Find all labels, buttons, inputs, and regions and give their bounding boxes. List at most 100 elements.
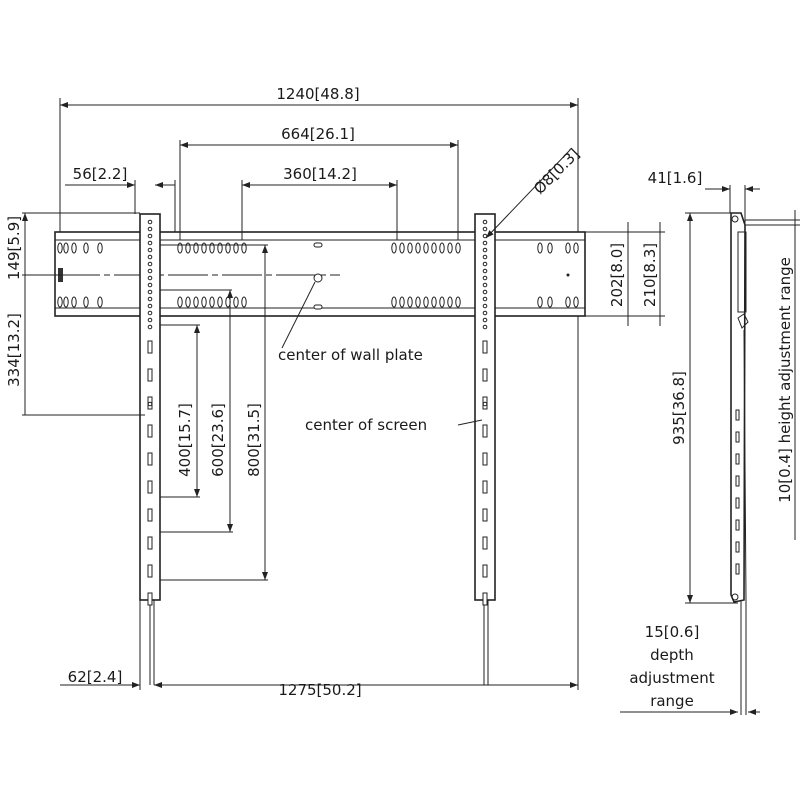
arm-hole (482, 226, 488, 232)
slot-hole (423, 242, 429, 254)
dim-vesa-800: 800[31.5] (245, 403, 263, 477)
side-slot (735, 519, 740, 531)
arm-hole (482, 289, 488, 295)
slot-hole (399, 296, 405, 308)
dim-depth-adjust-value: 15[0.6] (645, 623, 700, 641)
slot-hole (537, 242, 543, 254)
arm-hole (147, 289, 153, 295)
arm-hole (147, 401, 153, 407)
arm-hole (482, 254, 488, 260)
dimension-lines (22, 98, 665, 690)
slot-hole (217, 296, 223, 308)
slot-hole (447, 242, 453, 254)
arm-hole (482, 282, 488, 288)
arm-hole (147, 240, 153, 246)
slot-hole (71, 296, 77, 308)
slot-hole (391, 242, 397, 254)
slot-hole (447, 296, 453, 308)
arm-slot (482, 564, 488, 578)
slot-hole (193, 296, 199, 308)
arm-slot (482, 592, 488, 606)
side-slot (735, 453, 740, 465)
slot-hole (565, 296, 571, 308)
dim-depth: 41[1.6] (648, 169, 703, 187)
dim-plate-height-210: 210[8.3] (641, 243, 659, 307)
slot-hole (83, 296, 89, 308)
arm-slot (482, 424, 488, 438)
arm-hole (482, 261, 488, 267)
slot-hole (439, 296, 445, 308)
slot-hole (415, 242, 421, 254)
side-view (620, 185, 800, 715)
wall-plate (54, 231, 586, 317)
arm-hole (147, 247, 153, 253)
arm-hole (482, 240, 488, 246)
arm-slot (147, 536, 153, 550)
arm-slot (147, 592, 153, 606)
dim-height-adjust: 10[0.4] height adjustment range (776, 257, 794, 503)
arm-hole (147, 275, 153, 281)
arm-hole (147, 282, 153, 288)
arm-slot (147, 480, 153, 494)
arm-slot (482, 340, 488, 354)
arm-hole (482, 317, 488, 323)
slot-hole (423, 296, 429, 308)
arm-slot (482, 536, 488, 550)
arm-slot (147, 424, 153, 438)
arm-hole (147, 254, 153, 260)
arm-slot (147, 508, 153, 522)
slot-hole (57, 296, 63, 308)
arm-hole (147, 303, 153, 309)
slot-hole (57, 242, 63, 254)
arm-hole (147, 296, 153, 302)
slot-hole (415, 296, 421, 308)
dim-center-offset: 334[13.2] (5, 313, 23, 387)
slot-hole (83, 242, 89, 254)
slot-hole (547, 296, 553, 308)
dim-hole-diameter: Ø8[0.3] (530, 145, 583, 198)
arm-slot (147, 452, 153, 466)
slot-hole (399, 242, 405, 254)
arm-hole (147, 226, 153, 232)
side-slot (735, 431, 740, 443)
slot-hole (201, 296, 207, 308)
slot-hole (565, 242, 571, 254)
slot-hole (455, 242, 461, 254)
side-slot (735, 563, 740, 575)
side-slot (735, 497, 740, 509)
dim-arm-offset: 56[2.2] (73, 165, 128, 183)
arm-slot (147, 564, 153, 578)
depth-adjust-label-3: range (650, 692, 694, 710)
dim-overall-width: 1240[48.8] (276, 85, 359, 103)
slot-hole (431, 296, 437, 308)
arm-hole (482, 275, 488, 281)
dim-hole-spacing-inner: 360[14.2] (283, 165, 357, 183)
arm-slot (482, 452, 488, 466)
depth-adjust-label-2: adjustment (629, 669, 714, 687)
left-arm (139, 213, 161, 685)
arm-hole (482, 219, 488, 225)
slot-hole (97, 242, 103, 254)
depth-adjust-label-1: depth (650, 646, 694, 664)
arm-hole (482, 247, 488, 253)
arm-slot (482, 368, 488, 382)
slot-hole (431, 242, 437, 254)
slot-hole (63, 296, 69, 308)
arm-slot (482, 480, 488, 494)
arm-hole (482, 296, 488, 302)
slot-hole (71, 242, 77, 254)
side-slot (735, 409, 740, 421)
right-arm (474, 213, 496, 685)
arm-hole (147, 268, 153, 274)
slot-hole (233, 296, 239, 308)
arm-hole (147, 310, 153, 316)
dim-hole-spacing-outer: 664[26.1] (281, 125, 355, 143)
arm-hole (147, 233, 153, 239)
label-center-screen: center of screen (305, 416, 427, 434)
arm-hole (482, 324, 488, 330)
center-wall-plate-mark (313, 273, 323, 283)
arm-hole (482, 303, 488, 309)
slot-hole (573, 242, 579, 254)
arm-slot (147, 368, 153, 382)
